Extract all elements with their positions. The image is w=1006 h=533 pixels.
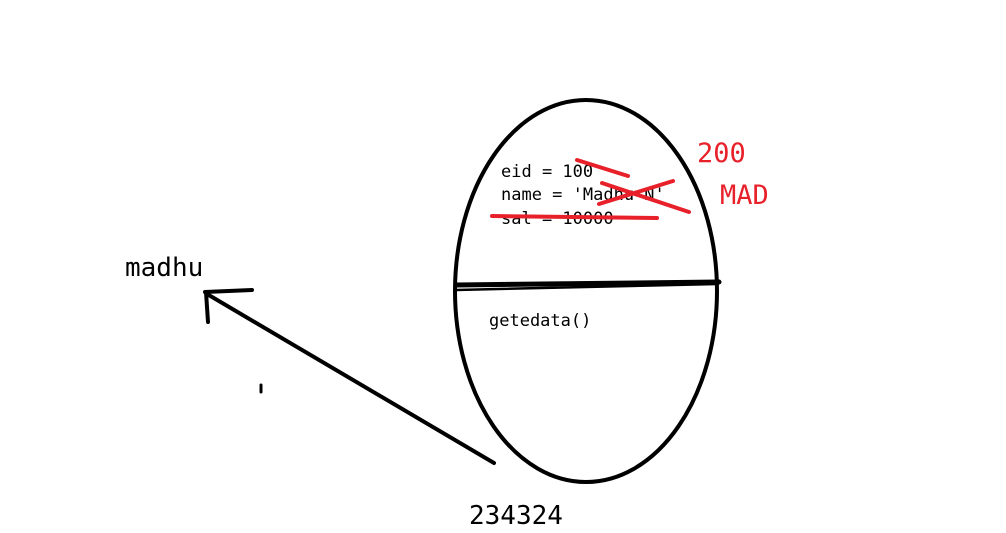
strike-sal-line bbox=[490, 214, 659, 220]
strike-eid-value bbox=[575, 158, 630, 178]
object-ellipse bbox=[453, 98, 719, 484]
strike-name-value-cross-2 bbox=[597, 179, 675, 206]
object-address: 234324 bbox=[469, 501, 563, 531]
reference-arrow-head-top bbox=[203, 288, 254, 294]
object-divider-stroke-2 bbox=[454, 282, 720, 292]
strike-name-value-cross-1 bbox=[600, 181, 691, 214]
method-getedata: getedata() bbox=[489, 311, 591, 331]
field-sal: sal = 10000 bbox=[501, 209, 614, 229]
annotation-new-eid: 200 bbox=[697, 138, 746, 169]
field-eid: eid = 100 bbox=[501, 162, 593, 182]
reference-variable-name: madhu bbox=[125, 253, 203, 283]
annotation-new-name: MAD bbox=[720, 180, 769, 211]
reference-arrow-head-left bbox=[204, 290, 210, 324]
object-divider bbox=[453, 279, 722, 288]
reference-arrow-shaft bbox=[205, 292, 496, 465]
